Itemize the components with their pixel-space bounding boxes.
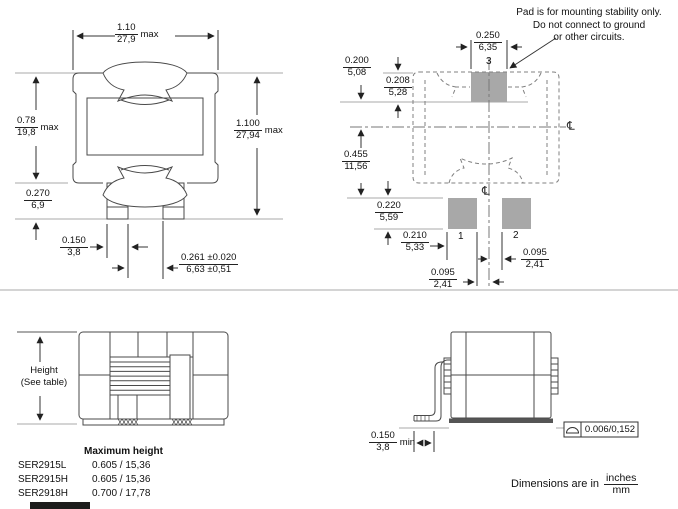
centerline-symbol-bottom: ℄ bbox=[482, 184, 490, 198]
coil-texture-left bbox=[443, 357, 452, 395]
side-view-part bbox=[413, 331, 559, 423]
table-row-value: 0.605 / 15,36 bbox=[92, 460, 151, 471]
table-row-model: SER2915H bbox=[18, 474, 69, 485]
table-row-model: SER2918H bbox=[18, 488, 69, 499]
pad1-label: 1 bbox=[458, 231, 464, 242]
coplanarity-callout bbox=[563, 421, 639, 438]
centerline-symbol-right: ℄ bbox=[567, 119, 575, 133]
dashed-outline bbox=[412, 71, 560, 184]
height-label-line1: Height bbox=[30, 365, 58, 376]
table-row-value: 0.605 / 15,36 bbox=[92, 474, 151, 485]
note-line-2: Do not connect to ground bbox=[532, 19, 646, 31]
table-header: Maximum height bbox=[84, 446, 163, 457]
front-view-part bbox=[72, 61, 219, 220]
coplanarity-value: 0.006/0,152 bbox=[584, 424, 636, 435]
centerlines bbox=[350, 58, 566, 287]
profile-of-surface-icon bbox=[565, 427, 580, 434]
guide-lines bbox=[0, 72, 678, 429]
height-label-line2: (See table) bbox=[20, 377, 68, 388]
note-leader-arrow bbox=[509, 37, 557, 69]
note-line-1: Pad is for mounting stability only. bbox=[516, 7, 662, 18]
cropped-edge-artifact bbox=[30, 502, 90, 509]
dimension-lines bbox=[32, 30, 557, 452]
table-row-value: 0.700 / 17,78 bbox=[92, 488, 151, 499]
mounting-pad-note: Pad is for mounting stability only. Do n… bbox=[503, 7, 675, 45]
pad2-label: 2 bbox=[513, 230, 519, 241]
table-row-model: SER2915L bbox=[18, 460, 67, 471]
units-prefix: Dimensions are in bbox=[511, 478, 600, 490]
pad3-label: 3 bbox=[486, 56, 492, 67]
height-view-part bbox=[78, 331, 229, 426]
coil-texture-right bbox=[550, 357, 559, 395]
note-line-3: or other circuits. bbox=[553, 32, 625, 43]
height-label: Height (See table) bbox=[8, 365, 80, 389]
